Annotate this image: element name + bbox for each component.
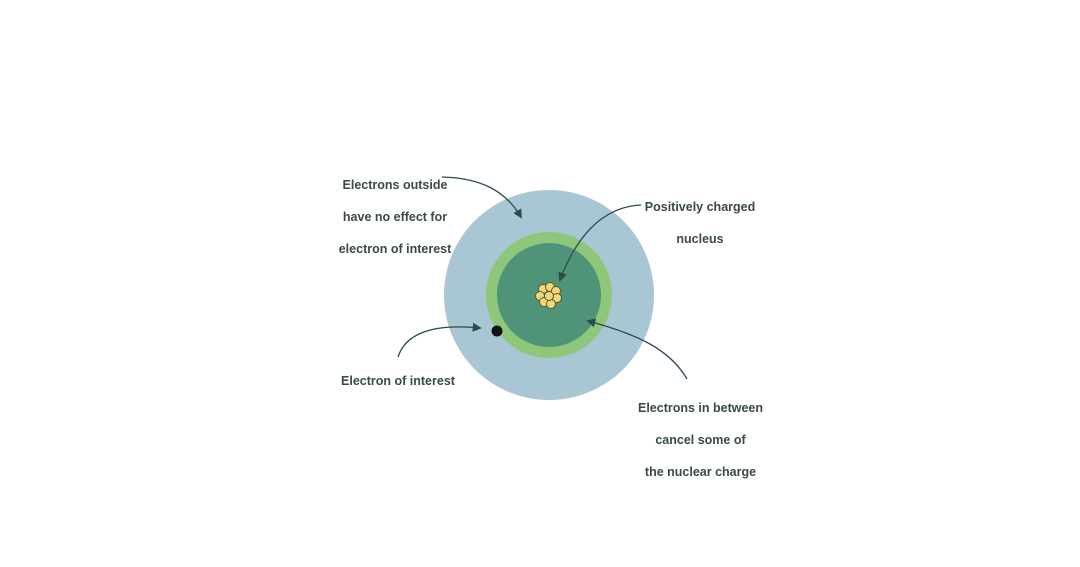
nucleus-icon — [535, 282, 562, 309]
arrow-electrons-in-between — [586, 318, 688, 380]
label-electron-of-interest: Electron of interest — [333, 357, 463, 405]
label-line: Electrons outside — [342, 178, 448, 192]
label-line: Electron of interest — [341, 374, 455, 388]
label-line: cancel some of — [655, 433, 746, 447]
label-line: have no effect for — [342, 210, 448, 224]
label-line: the nuclear charge — [644, 465, 757, 479]
label-line: nucleus — [676, 232, 724, 246]
label-line: Positively charged — [644, 200, 756, 214]
label-positively-charged-nucleus: Positively charged nucleus — [635, 183, 765, 263]
label-electrons-in-between: Electrons in between cancel some of the … — [628, 384, 773, 496]
arrow-outside-electrons — [441, 176, 522, 219]
label-line: Electrons in between — [637, 401, 764, 415]
arrow-nucleus — [558, 204, 642, 282]
arrow-electron-of-interest — [397, 322, 482, 358]
electron-of-interest-dot — [491, 325, 503, 337]
label-line: electron of interest — [338, 242, 452, 256]
label-electrons-outside: Electrons outside have no effect for ele… — [330, 161, 460, 273]
